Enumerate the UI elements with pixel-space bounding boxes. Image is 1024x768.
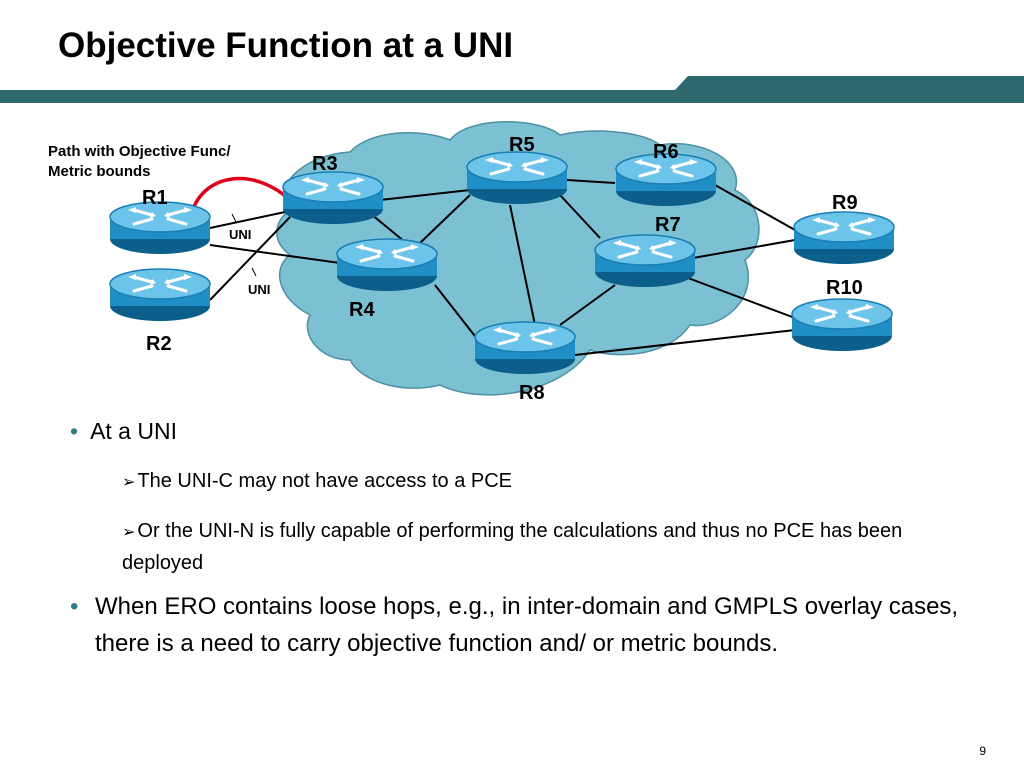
router-r3-icon	[281, 170, 385, 226]
bullet-dot-icon: •	[70, 418, 79, 444]
router-r2-icon	[108, 267, 212, 323]
page-number: 9	[979, 744, 986, 758]
sub-bullet-item: ➢The UNI-C may not have access to a PCE	[122, 470, 512, 493]
router-r2-label: R2	[146, 333, 172, 355]
router-r1-label: R1	[142, 187, 168, 209]
annotation-line-1: Path with Objective Func/	[48, 143, 231, 160]
sub-bullet-text: The UNI-C may not have access to a PCE	[137, 470, 512, 492]
network-diagram: R1 R2 R3 R4 R5 R6 R7 R8 R9 R10 UNI UNI P…	[48, 121, 896, 404]
router-r4-label: R4	[349, 299, 375, 321]
router-r5-label: R5	[509, 134, 535, 156]
bullet-item: • At a UNI	[70, 418, 177, 445]
bullet-text: At a UNI	[90, 418, 177, 444]
bullet-item: • When ERO contains loose hops, e.g., in …	[70, 588, 965, 662]
router-r10-label: R10	[826, 277, 863, 299]
router-r7-icon	[593, 233, 697, 289]
sub-bullet-text: Or the UNI-N is fully capable of perform…	[122, 520, 903, 574]
uni-label-1: UNI	[229, 227, 251, 242]
uni-label-2: UNI	[248, 282, 270, 297]
router-r5-icon	[465, 150, 569, 206]
router-r8-icon	[473, 320, 577, 376]
arrow-bullet-icon: ➢	[122, 524, 136, 541]
annotation-line-2: Metric bounds	[48, 163, 151, 180]
router-r10-icon	[790, 297, 894, 353]
router-r9-icon	[792, 210, 896, 266]
router-r7-label: R7	[655, 214, 681, 236]
router-r6-label: R6	[653, 141, 679, 163]
router-r8-label: R8	[519, 382, 545, 404]
router-r1-icon	[108, 200, 212, 256]
router-r9-label: R9	[832, 192, 858, 214]
sub-bullet-item: ➢Or the UNI-N is fully capable of perfor…	[122, 516, 922, 579]
links	[209, 179, 796, 356]
bullet-text: When ERO contains loose hops, e.g., in i…	[95, 593, 959, 657]
router-r4-icon	[335, 237, 439, 293]
arrow-bullet-icon: ➢	[122, 474, 136, 491]
router-r3-label: R3	[312, 153, 338, 175]
bullet-dot-icon: •	[70, 593, 79, 620]
page-title: Objective Function at a UNI	[58, 26, 514, 65]
